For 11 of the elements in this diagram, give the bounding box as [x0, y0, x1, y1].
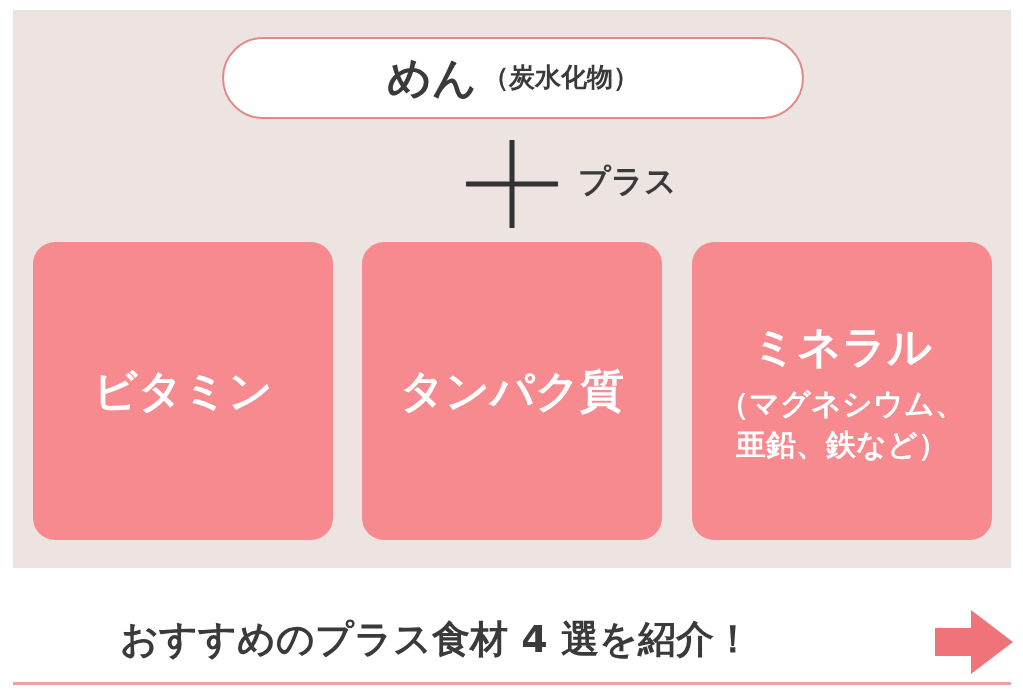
node-heading: ビタミン: [93, 364, 273, 419]
plus-label: プラス: [578, 161, 677, 202]
food-card: [33, 242, 333, 540]
banner-text: おすすめのプラス食材 4 選を紹介！: [120, 616, 752, 663]
node-heading: タンパク質: [400, 364, 624, 419]
food-card: [362, 242, 662, 540]
food-card: [692, 242, 992, 540]
node-subtext: （マグネシウム、亜鉛、鉄など）: [718, 385, 966, 464]
node-heading: めん: [387, 51, 477, 106]
node-heading: ミネラル: [752, 319, 932, 374]
node-subtext: （炭水化物）: [483, 61, 639, 95]
